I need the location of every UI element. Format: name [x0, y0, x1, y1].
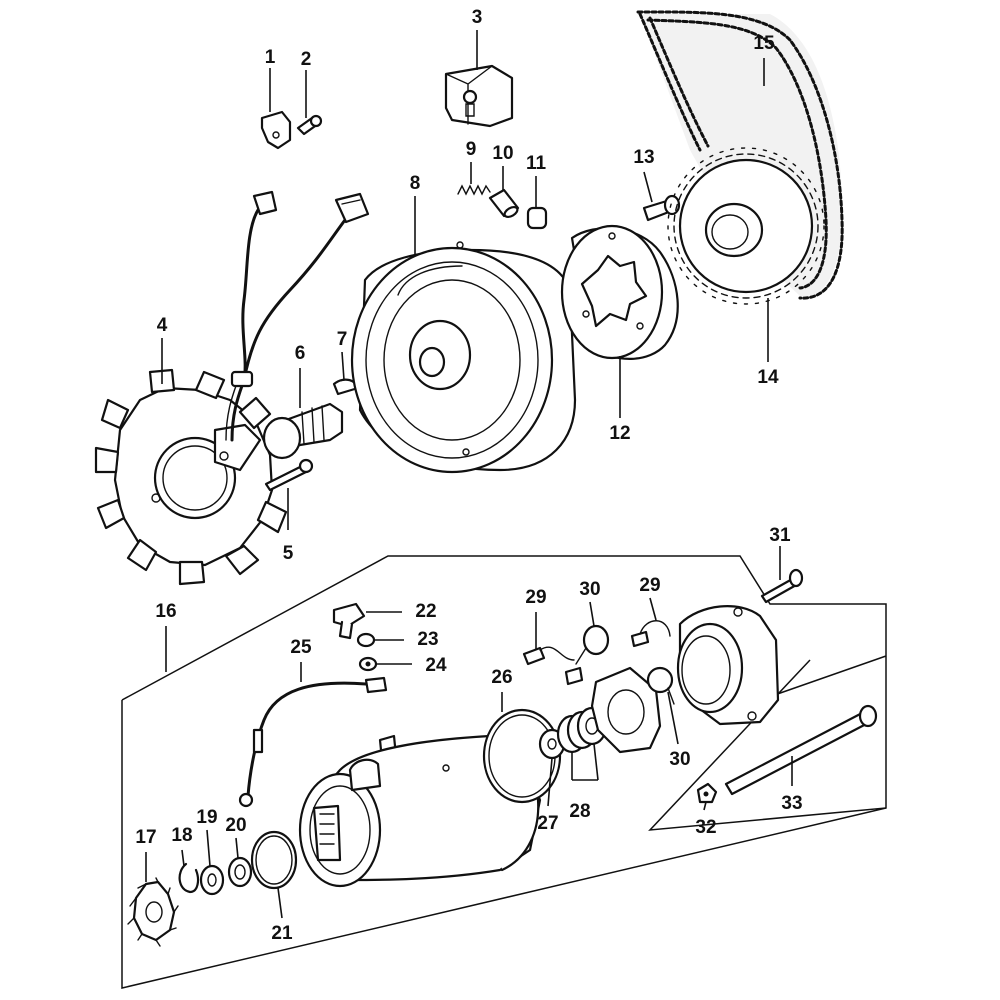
callout-1: 1: [265, 47, 276, 68]
callout-6: 6: [295, 343, 306, 364]
callout-13: 13: [633, 147, 654, 168]
callout-14: 14: [757, 367, 779, 388]
callout-7: 7: [337, 329, 348, 350]
callout-4: 4: [157, 315, 168, 336]
callout-30b: 30: [669, 749, 690, 770]
callout-29a: 29: [525, 587, 546, 608]
callout-15: 15: [753, 33, 775, 54]
callout-33: 33: [781, 793, 802, 814]
part-12-one-way-clutch: [560, 224, 679, 360]
leader-lines: [145, 30, 793, 919]
part-23-washer: [356, 632, 376, 648]
part-22-terminal: [332, 602, 366, 640]
part-19-washer: [199, 864, 225, 896]
callout-22: 22: [415, 601, 436, 622]
callout-32: 32: [695, 817, 716, 838]
callout-16: 16: [155, 601, 176, 622]
callout-3: 3: [472, 7, 483, 28]
part-32-nut: [696, 782, 718, 804]
callout-21: 21: [271, 923, 293, 944]
part-5-screw: [264, 458, 314, 492]
part-30-spring-upper: [575, 624, 610, 665]
callout-28: 28: [569, 801, 590, 822]
part-17-pinion-gear: [127, 877, 179, 947]
part-14-sprocket: [667, 147, 825, 305]
callout-31: 31: [769, 525, 791, 546]
part-4-stator: [94, 368, 288, 586]
group-16-frame: [121, 555, 887, 989]
part-13-bolt: [642, 194, 681, 222]
part-33-through-bolt: [724, 704, 878, 796]
part-31-screw: [760, 568, 804, 604]
callout-5: 5: [283, 543, 294, 564]
part-11-cap: [526, 206, 548, 230]
callout-11: 11: [526, 153, 547, 174]
callout-18: 18: [171, 825, 192, 846]
callout-8: 8: [410, 173, 421, 194]
callout-24: 24: [425, 655, 447, 676]
part-21-o-ring: [250, 830, 298, 890]
callout-25: 25: [290, 637, 312, 658]
callout-17: 17: [135, 827, 156, 848]
callout-19: 19: [196, 807, 217, 828]
callout-20: 20: [225, 815, 246, 836]
part-3-grommet: [444, 64, 514, 128]
part-28-shims: [556, 706, 608, 754]
part-25-lead-wire: [238, 676, 388, 808]
brush-plate: [590, 666, 662, 754]
part-2-screw: [296, 114, 323, 136]
callout-labels: 1 2 3 4 5 6 7 8 9 10 11 12 13 14 15 16 1…: [135, 7, 802, 944]
part-6-flange-bolt: [262, 402, 344, 460]
starter-end-cover: [676, 605, 780, 726]
part-8-flywheel-rotor: [350, 241, 577, 474]
part-18-circlip: [178, 862, 200, 894]
part-29-brush-left: [522, 646, 584, 686]
callout-23: 23: [417, 629, 438, 650]
part-30-spring-lower: [646, 666, 675, 705]
callout-10: 10: [492, 143, 513, 164]
callout-2: 2: [301, 49, 312, 70]
callout-12: 12: [609, 423, 630, 444]
part-29-brush-right: [630, 620, 671, 648]
stator-wiring-harness: [225, 190, 370, 442]
part-20-washer: [227, 856, 253, 888]
callout-26: 26: [491, 667, 512, 688]
callout-27: 27: [537, 813, 558, 834]
callout-9: 9: [466, 139, 477, 160]
callout-29b: 29: [639, 575, 660, 596]
part-1-clamp: [260, 110, 292, 150]
part-10-pin: [488, 188, 520, 219]
part-24-nut: [358, 656, 378, 672]
callout-30a: 30: [579, 579, 600, 600]
part-9-spring: [457, 184, 491, 196]
